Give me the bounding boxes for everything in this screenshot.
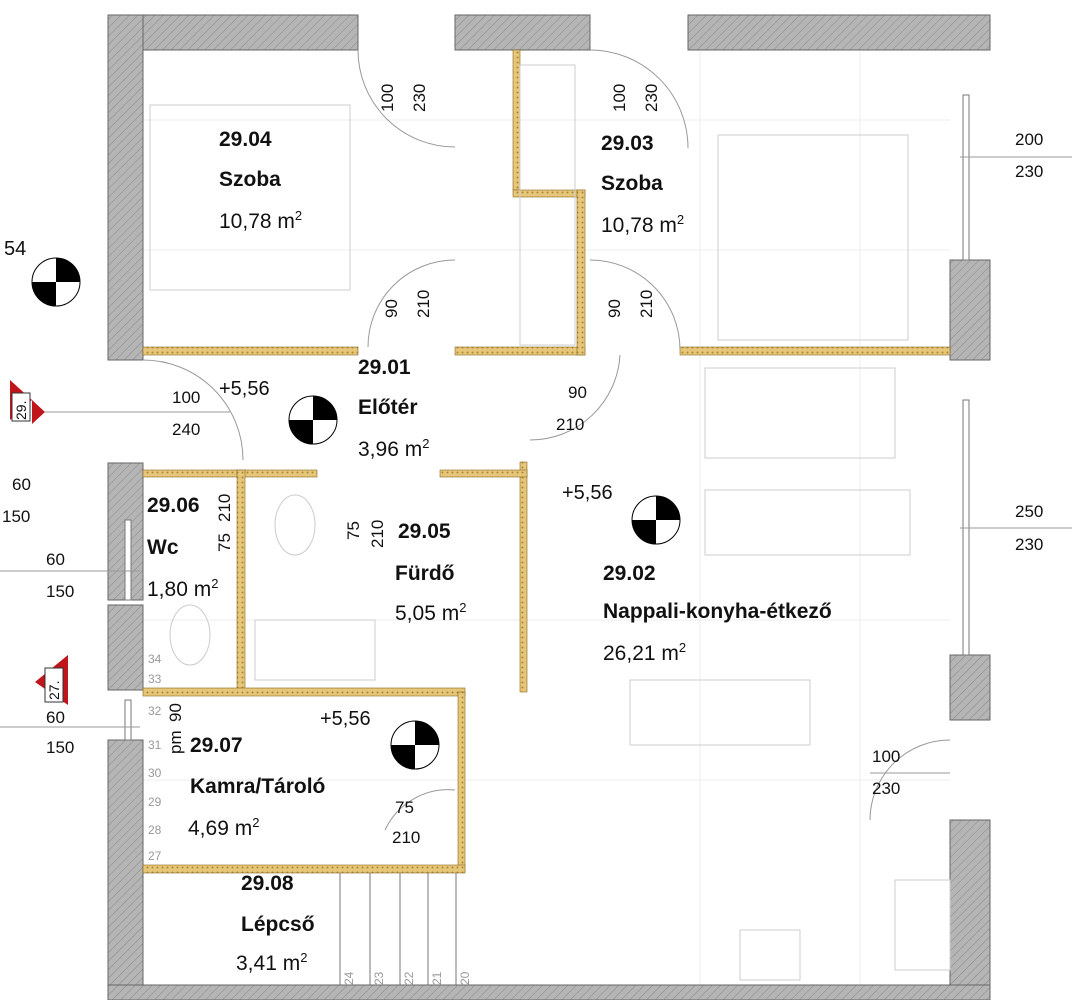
- stair-step-number: 27: [148, 849, 162, 863]
- stair-step-number: 20: [458, 971, 472, 985]
- stair-step-number: 29: [148, 795, 162, 809]
- stair-treads: [339, 873, 457, 985]
- door-dimension: 210: [414, 289, 433, 318]
- room-number: 29.06: [147, 494, 200, 517]
- window-dimension: 200: [1015, 130, 1044, 149]
- room-name: Szoba: [219, 168, 281, 191]
- level-label: +5,56: [219, 378, 270, 400]
- window-dimension: 60: [46, 708, 65, 727]
- window-dimension: 230: [1015, 535, 1044, 554]
- room-area: 3,41 m2: [236, 950, 308, 975]
- stair-step-number: 34: [148, 652, 162, 666]
- door-dimension: 210: [637, 289, 656, 318]
- level-label: +5,56: [320, 708, 371, 730]
- window-dimension: 60: [12, 475, 31, 494]
- room-number: 29.02: [603, 562, 656, 585]
- room-name: Kamra/Tároló: [190, 775, 326, 798]
- window-dimension: 230: [1015, 162, 1044, 181]
- room-name: Wc: [147, 536, 179, 559]
- section-label: 27.: [46, 680, 62, 700]
- room-name: Nappali-konyha-étkező: [603, 600, 832, 623]
- stair-step-number: 23: [372, 971, 386, 985]
- furniture: [149, 64, 951, 981]
- door-dimension: 90: [382, 299, 401, 318]
- room-area: 10,78 m2: [601, 212, 685, 237]
- door-dimension: 90: [568, 383, 587, 402]
- door-dimension: 210: [215, 493, 234, 522]
- door-dimension: 100: [172, 388, 201, 407]
- door-dimension: 230: [872, 779, 901, 798]
- room-number: 29.04: [219, 128, 272, 151]
- door-dimension: pm: [166, 730, 185, 754]
- door-dimension: 75: [395, 798, 414, 817]
- door-swings: [142, 49, 951, 831]
- door-dimension: 100: [610, 83, 629, 112]
- window-dimension: 150: [46, 582, 75, 601]
- window-dimension: 150: [2, 507, 31, 526]
- room-name: Fürdő: [395, 562, 455, 585]
- level-markers: [31, 257, 681, 770]
- door-dimension: 210: [368, 519, 387, 548]
- window-dimension: 150: [46, 738, 75, 757]
- door-dimension: 75: [215, 533, 234, 552]
- room-number: 29.01: [358, 356, 411, 379]
- room-name: Szoba: [601, 172, 663, 195]
- stair-step-number: 21: [430, 971, 444, 985]
- door-dimension: 90: [166, 703, 185, 722]
- stair-step-number: 24: [342, 971, 356, 985]
- door-dimension: 210: [556, 415, 585, 434]
- room-number: 29.08: [241, 872, 294, 895]
- room-name: Előtér: [358, 396, 418, 419]
- room-area: 3,96 m2: [358, 436, 430, 461]
- section-label: 29.: [13, 400, 29, 420]
- window-dimension: 250: [1015, 502, 1044, 521]
- room-number: 29.05: [398, 520, 451, 543]
- room-area: 1,80 m2: [147, 576, 219, 601]
- room-name: Lépcső: [241, 913, 315, 936]
- window-dimension: 60: [46, 550, 65, 569]
- room-area: 4,69 m2: [188, 815, 260, 840]
- door-dimension: 75: [344, 521, 363, 540]
- room-area: 5,05 m2: [395, 600, 467, 625]
- room-area: 10,78 m2: [219, 208, 303, 233]
- stair-step-number: 22: [402, 971, 416, 985]
- door-dimension: 100: [378, 83, 397, 112]
- stair-step-number: 28: [148, 823, 162, 837]
- stair-step-number: 31: [148, 738, 162, 752]
- door-dimension: 240: [172, 420, 201, 439]
- stair-step-number: 32: [148, 704, 162, 718]
- level-label: +5,56: [562, 482, 613, 504]
- outer-walls: [107, 14, 991, 1000]
- section-markers: [10, 380, 68, 705]
- door-dimension: 230: [410, 83, 429, 112]
- partition-walls: [142, 49, 951, 874]
- door-dimension: 100: [872, 747, 901, 766]
- room-number: 29.07: [190, 734, 243, 757]
- section-label: 54: [4, 238, 27, 260]
- room-number: 29.03: [601, 132, 654, 155]
- room-area: 26,21 m2: [603, 640, 687, 665]
- door-dimension: 90: [605, 299, 624, 318]
- door-dimension: 230: [642, 83, 661, 112]
- stair-step-number: 33: [148, 672, 162, 686]
- stair-step-number: 30: [148, 766, 162, 780]
- door-dimension: 210: [392, 828, 421, 847]
